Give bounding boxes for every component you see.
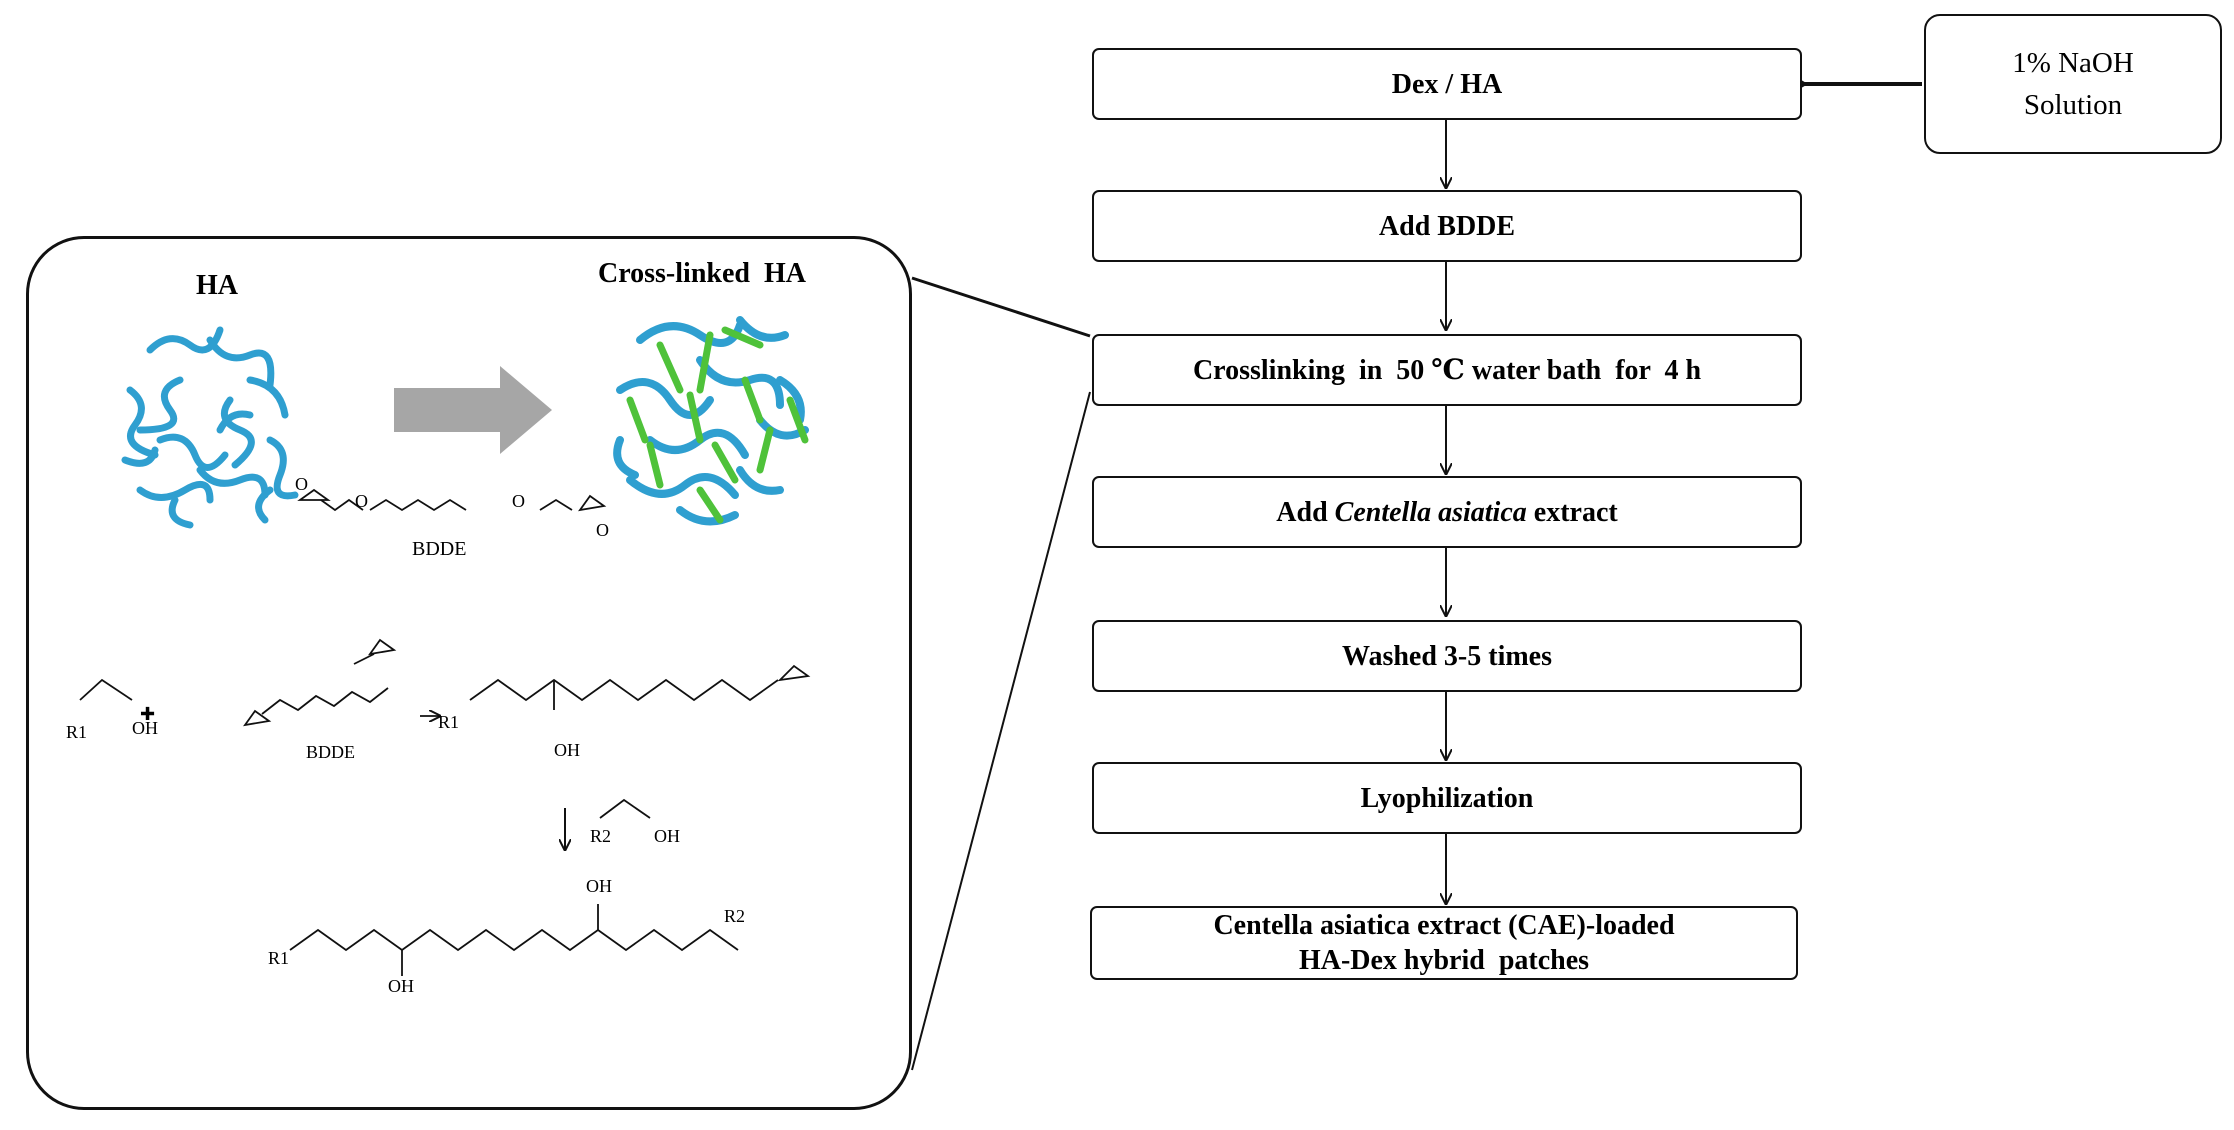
bdde-structure [297,488,607,512]
naoh-solution-box: 1% NaOH Solution [1924,14,2222,154]
step-dex-ha-label: Dex / HA [1391,68,1503,100]
naoh-line1: 1% NaOH [2012,46,2134,79]
big-gray-arrow [394,366,552,454]
centella-italic: Centella asiatica [1334,496,1527,528]
reaction-r2-fragment [599,798,651,819]
ha-coil-illustration [121,326,299,529]
oh-label-1: OH [132,718,158,738]
r1-label-3: R1 [268,948,290,968]
crosslinked-ha-illustration [613,316,809,526]
centella-suffix: extract [1526,496,1618,528]
reaction-step-1 [79,638,811,727]
oh-label-4: OH [388,976,414,996]
bdde-o4: O [295,474,308,494]
bdde-o3: O [596,520,609,540]
centella-prefix: Add [1276,496,1335,528]
step-crosslinking-label: Crosslinking in 50 ℃ water bath for 4 h [1192,354,1702,386]
step-add-bdde: Add BDDE [1092,190,1802,262]
oh-label-5: OH [586,876,612,896]
naoh-line2: Solution [2023,89,2123,121]
bdde-o1: O [355,491,368,511]
bdde-label: BDDE [412,538,467,560]
panel-connector-top [911,276,1091,338]
step-add-bdde-label: Add BDDE [1378,210,1516,242]
ha-label: HA [196,270,238,301]
final-product-structure [289,904,739,976]
reaction-cross: ✚ [140,704,155,724]
crosslinking-mechanism-panel [26,236,912,1110]
r1-label-2: R1 [438,712,460,732]
r2-label-1: R2 [590,826,612,846]
step-lyophilization-label: Lyophilization [1360,782,1534,814]
bdde-o2: O [512,491,525,511]
step-add-centella-label: Add Centella asiatica extract [1276,495,1617,530]
step-crosslinking: Crosslinking in 50 ℃ water bath for 4 h [1092,334,1802,406]
oh-label-3: OH [654,826,680,846]
step-dex-ha: Dex / HA [1092,48,1802,120]
step-final-line1: Centella asiatica extract (CAE)-loaded [1213,910,1675,941]
r1-label-1: R1 [66,722,88,742]
step-washed: Washed 3-5 times [1092,620,1802,692]
oh-label-2: OH [554,740,580,760]
step-final-patches: Centella asiatica extract (CAE)-loaded H… [1090,906,1798,980]
step-add-centella: Add Centella asiatica extract [1092,476,1802,548]
step-lyophilization: Lyophilization [1092,762,1802,834]
panel-connector-bottom [911,391,1091,1071]
crosslinked-ha-label: Cross-linked HA [598,258,806,289]
step-final-line2: HA-Dex hybrid patches [1298,945,1590,976]
step-washed-label: Washed 3-5 times [1342,640,1552,672]
bdde-label-2: BDDE [306,742,355,762]
r2-label-2: R2 [724,906,746,926]
